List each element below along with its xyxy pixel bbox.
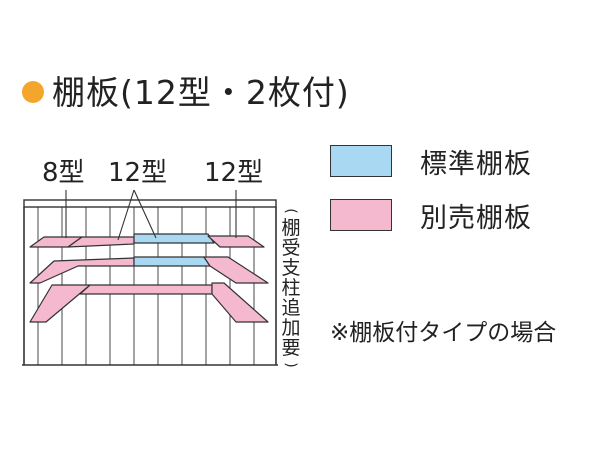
side-note-vertical: ( 棚 受 支 柱 追 加 要 ) — [281, 204, 301, 372]
shelf-group — [29, 233, 269, 323]
type-label-12-right: 12型 — [204, 158, 264, 188]
shelf-standard — [133, 233, 215, 244]
orange-bullet-icon — [22, 81, 44, 103]
leader-lines — [65, 189, 237, 241]
shelf-optional — [79, 284, 213, 295]
side-note-char: 追 — [281, 297, 301, 319]
side-note-char: 棚 — [281, 217, 301, 239]
side-note-char: 柱 — [281, 277, 301, 299]
shelf-optional — [67, 236, 135, 248]
title-row: 棚板(12型・2枚付) — [22, 70, 350, 114]
shed-frame — [22, 199, 278, 366]
side-note-char: 支 — [281, 257, 301, 279]
leader-line-12-right — [133, 189, 157, 239]
leader-line-12-left — [117, 189, 135, 241]
shelf-optional — [29, 257, 135, 284]
shelf-optional — [29, 284, 91, 323]
legend-label-standard: 標準棚板 — [420, 148, 532, 180]
legend-label-optional: 別売棚板 — [420, 202, 532, 234]
legend-item-standard: 標準棚板 — [330, 143, 532, 180]
side-note-char: 要 — [281, 337, 301, 359]
legend-swatch-optional — [330, 199, 392, 231]
type-label-8: 8型 — [42, 158, 85, 188]
legend-item-optional: 別売棚板 — [330, 197, 532, 234]
shelf-standard — [133, 256, 211, 267]
shelf-optional — [211, 282, 269, 323]
shelf-optional — [207, 235, 265, 248]
footnote: ※棚板付タイプの場合 — [330, 320, 557, 346]
legend-swatch-standard — [330, 145, 392, 177]
side-note-char: 受 — [281, 237, 301, 259]
type-label-12-center: 12型 — [108, 158, 168, 188]
shed-roof-beam — [23, 199, 277, 208]
side-note-char: 加 — [281, 317, 301, 339]
page-title: 棚板(12型・2枚付) — [52, 72, 350, 112]
shelf-optional — [203, 256, 269, 284]
